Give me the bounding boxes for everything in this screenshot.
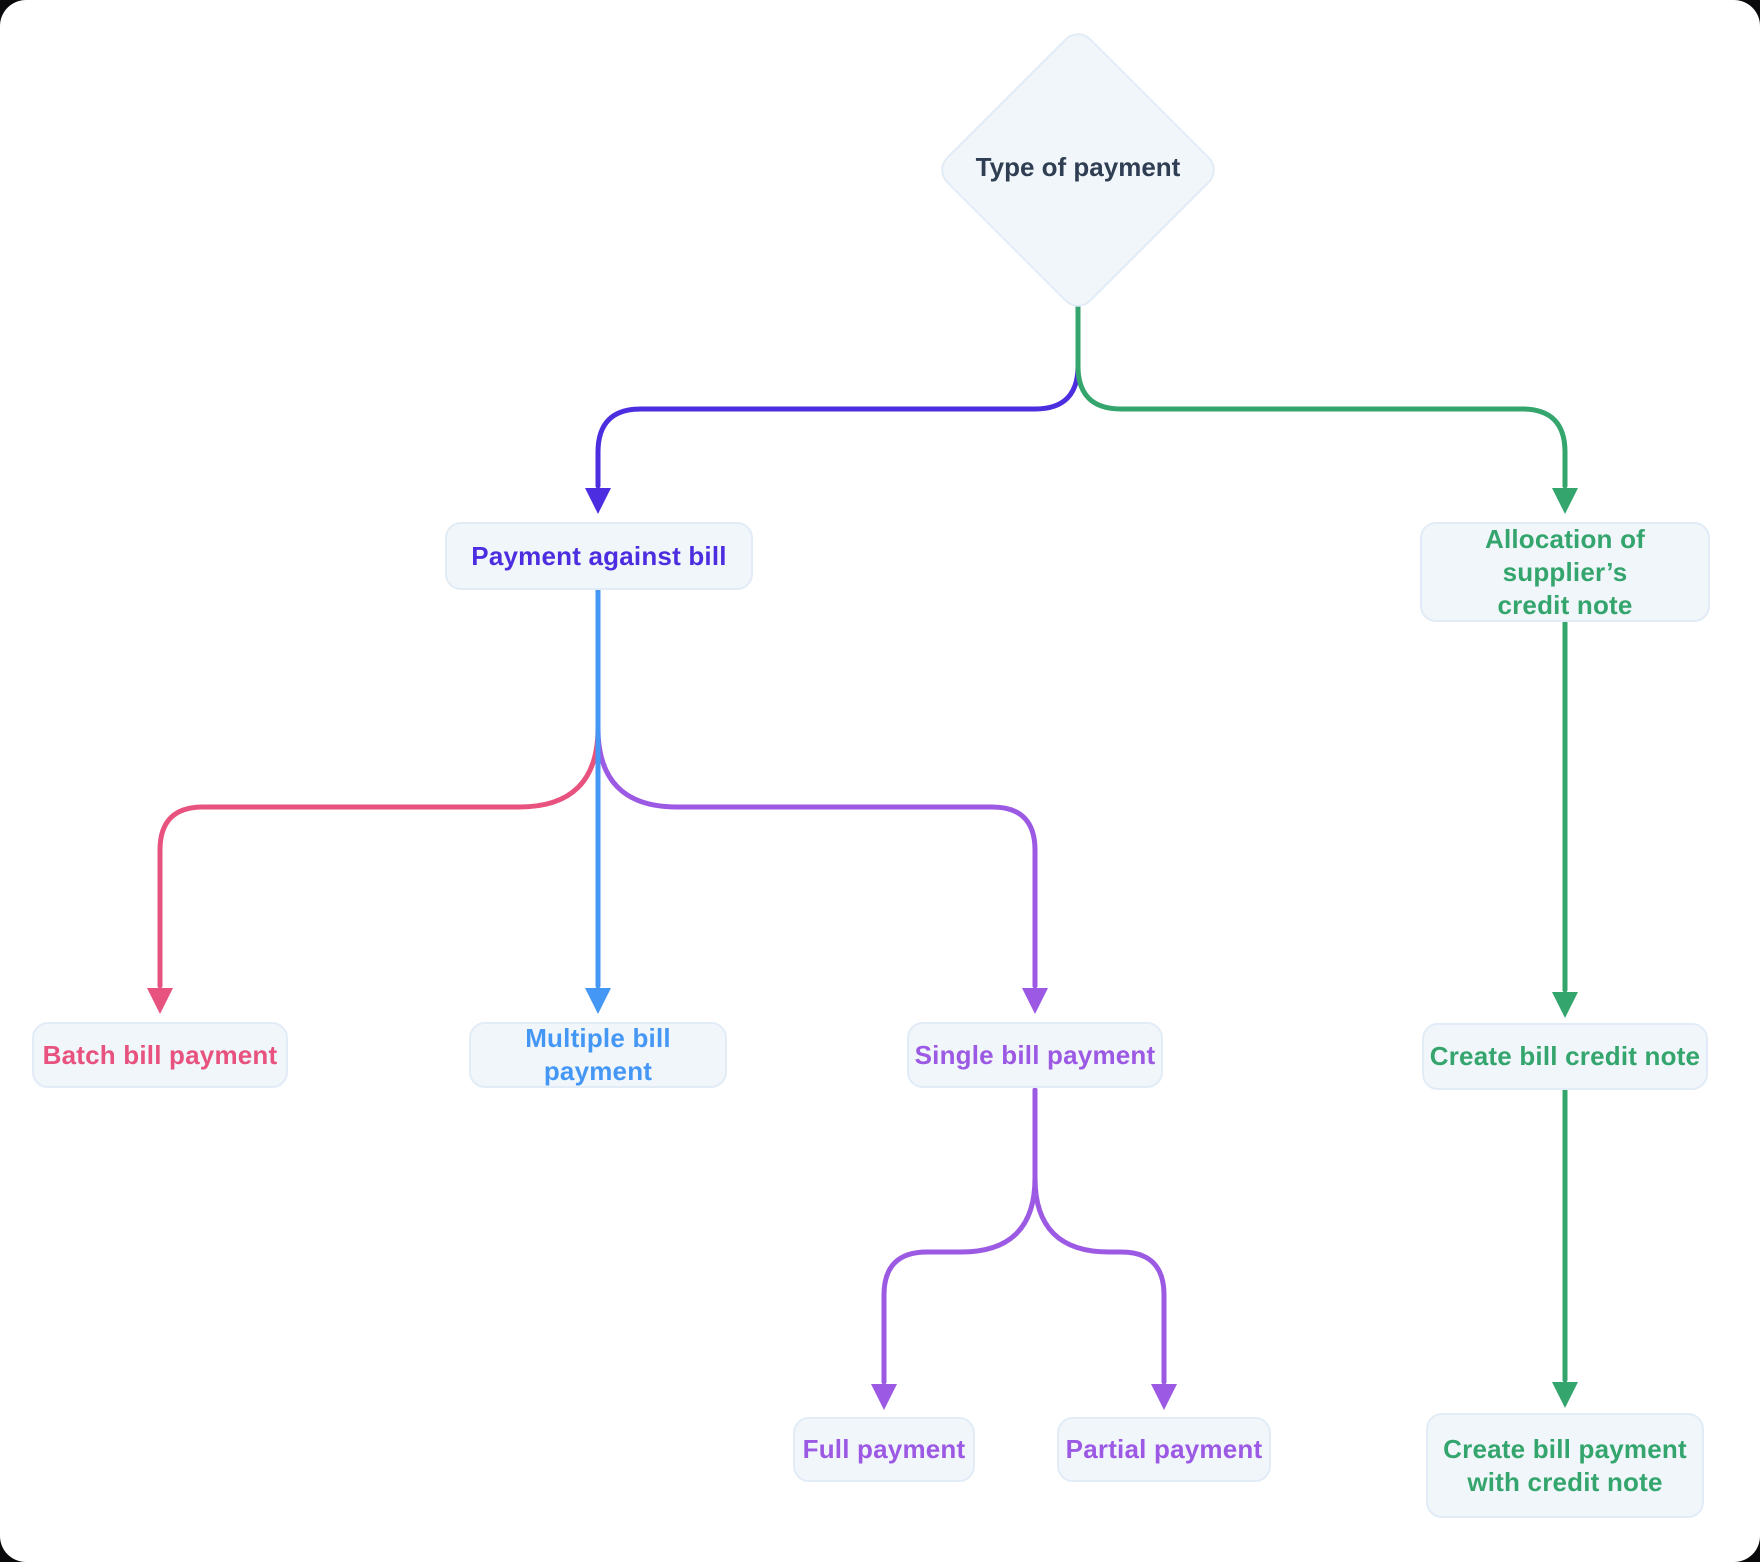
arrowhead-multiple [585,988,611,1014]
node-single-bill-payment: Single bill payment [907,1022,1163,1088]
arrowhead-create-bill-payment [1552,1382,1578,1408]
node-label: Single bill payment [914,1039,1156,1070]
node-create-bill-credit-note: Create bill credit note [1422,1023,1708,1090]
node-label: Type of payment [975,152,1181,182]
edge-payment-to-batch [157,702,601,989]
arrowhead-full-payment [871,1384,897,1410]
arrowhead-single [1022,988,1048,1014]
edge-payment-to-single [595,702,1038,989]
node-label: Full payment [802,1434,966,1464]
node-label-line: Allocation of supplier’s [1484,523,1646,587]
node-label: Partial payment [1065,1434,1263,1464]
node-type-of-payment-label: Type of payment [928,152,1228,183]
arrowhead-allocation [1552,488,1578,514]
node-label-line: credit note [1497,589,1633,620]
node-partial-payment: Partial payment [1057,1417,1271,1482]
node-multiple-bill-payment: Multiple bill payment [469,1022,727,1088]
edge-type-to-payment-against-bill [595,341,1081,489]
edge-single-to-full [881,1087,1038,1385]
node-label: Batch bill payment [42,1039,278,1070]
edge-type-to-allocation [1075,295,1568,489]
node-label: Payment against bill [471,540,727,571]
arrowhead-partial-payment [1151,1384,1177,1410]
arrowhead-create-credit-note [1552,992,1578,1018]
arrowhead-batch [147,988,173,1014]
node-batch-bill-payment: Batch bill payment [32,1022,288,1088]
node-label: Create bill credit note [1429,1041,1701,1071]
node-create-bill-payment-with-credit-note: Create bill payment with credit note [1426,1413,1704,1518]
node-label: Multiple bill payment [525,1023,671,1086]
node-label-line: Create bill payment [1443,1433,1687,1464]
node-label-line: with credit note [1467,1466,1663,1497]
node-allocation-of-suppliers-credit-note: Allocation of supplier’s credit note [1420,522,1710,622]
edge-single-to-partial [1032,1087,1167,1385]
arrowhead-payment-against-bill [585,488,611,514]
node-payment-against-bill: Payment against bill [445,522,753,590]
node-full-payment: Full payment [793,1417,975,1482]
